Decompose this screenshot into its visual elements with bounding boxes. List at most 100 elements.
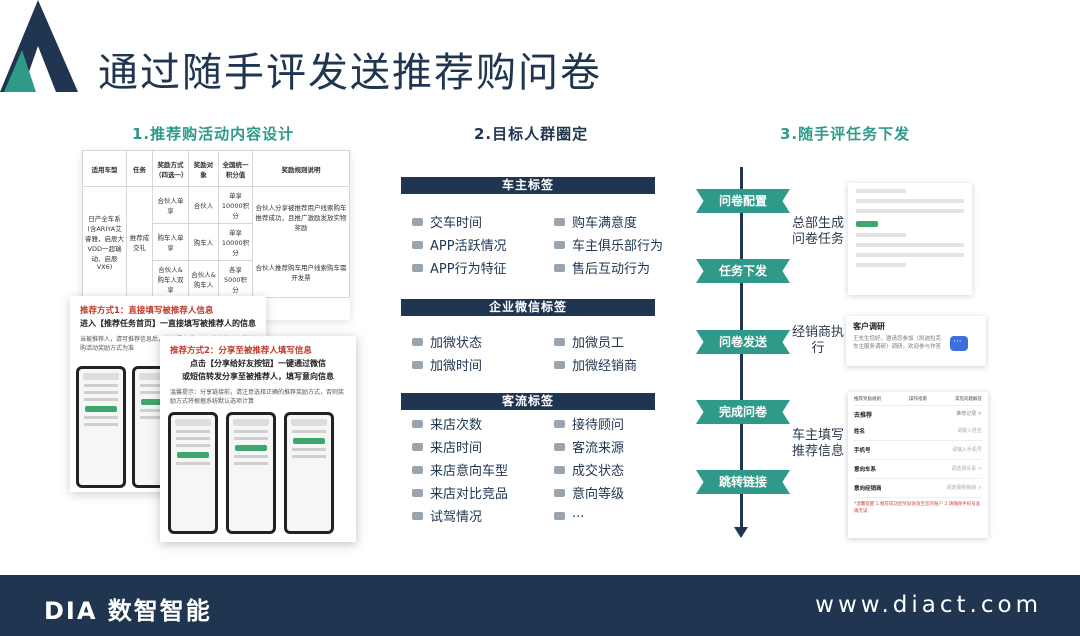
table-header: 全国统一积分值 [218,150,253,187]
rule-text: 合伙人推荐购车用户线索购车需开发票 [255,264,347,282]
phone-mockup [76,366,126,488]
form-tab[interactable]: 常见问题解答 [955,397,982,402]
phone-mockup [168,412,218,534]
form-field-dealer[interactable]: 意向经销商请选择经销商 > [854,479,982,498]
tag-chip-icon [554,241,565,249]
step-desc-hq: 总部生成问卷任务 [791,216,844,247]
footer: DIA 数智智能 www.diact.com [0,575,1080,636]
tag-item: 加微经销商 [554,359,637,375]
form-field-name[interactable]: 姓名请输入姓名 [854,422,982,441]
dia-logo-icon [0,0,78,92]
band-wecom-tags: 企业微信标签 [401,299,655,316]
tag-item: 成交状态 [554,464,624,480]
table-cell: 合伙人&购车人双享 [152,260,189,298]
table-cell: 合伙人 [188,186,219,224]
step-task-dispatch: 任务下发 [696,259,790,283]
card-subtitle: 或短信转发分享至被推荐人，填写意向信息 [182,372,334,381]
table-cell: 单享10000积分 [218,186,253,224]
table-header: 适用车型 [82,150,127,187]
band-owner-tags: 车主标签 [401,177,655,194]
tag-chip-icon [412,443,423,451]
step-jump-link: 跳转链接 [696,470,790,494]
tag-chip-icon [554,466,565,474]
tag-item: 来店次数 [412,418,482,434]
tag-chip-icon [412,218,423,226]
survey-title: 客户调研 [853,322,885,331]
table-header: 奖励对象 [188,150,219,187]
reward-table-card: 适用车型 任务 奖励方式（四选一） 奖励对象 全国统一积分值 奖励规则说明 日产… [82,150,350,320]
tag-item: APP行为特征 [412,262,507,278]
tag-chip-icon [554,443,565,451]
tag-item: 客流来源 [554,441,624,457]
tag-chip-icon [554,264,565,272]
band-traffic-tags: 客流标签 [401,393,655,410]
config-screenshot [848,183,972,295]
card-title: 推荐方式1：直接填写被推荐人信息 [80,306,214,316]
tag-item: ··· [554,510,584,526]
table-cell: 合伙人单享 [152,186,189,224]
tag-item: 接待顾问 [554,418,624,434]
tag-chip-icon [554,420,565,428]
tag-item: 加微状态 [412,336,482,352]
tag-item: 来店意向车型 [412,464,508,480]
phone-mockup [226,412,276,534]
col2-title: 2.目标人群圈定 [474,125,589,143]
rule-text: 合伙人分享被推荐用户线索购车推荐成功，且推广激励发放实物奖励 [255,204,347,232]
tag-item: 加微员工 [554,336,624,352]
tag-item: 加微时间 [412,359,482,375]
table-cell: 各享5000积分 [218,260,253,298]
survey-message-card: 客户调研 王先生您好，邀请您参加（凯迪拉克车主服务调研）调研，欢迎参与作答 [846,316,986,366]
tag-item: 来店对比竞品 [412,487,508,503]
tag-chip-icon [554,512,565,520]
step-survey-config: 问卷配置 [696,189,790,213]
tag-chip-icon [554,338,565,346]
table-cell-task: 推荐成交礼 [126,186,153,298]
form-tab[interactable]: 推荐奖励规则 [854,397,881,402]
tag-chip-icon [554,361,565,369]
phone-mockup [284,412,334,534]
recommend-method-2-card: 推荐方式2：分享至被推荐人填写信息 点击【分享给好友按钮】一键通过微信 或短信转… [160,336,356,542]
card-title: 推荐方式2：分享至被推荐人填写信息 [170,346,312,356]
table-header: 任务 [126,150,153,187]
table-header: 奖励方式（四选一） [152,150,189,187]
table-cell: 购车人 [188,223,219,261]
table-cell: 单享10000积分 [218,223,253,261]
step-survey-send: 问卷发送 [696,330,790,354]
tag-chip-icon [554,218,565,226]
form-field-series[interactable]: 意向车系请选择车系 > [854,460,982,479]
recommend-record-link[interactable]: 推荐记录 > [956,411,982,417]
tag-item: 购车满意度 [554,216,637,232]
table-cell-rules: 合伙人分享被推荐用户线索购车推荐成功，且推广激励发放实物奖励 合伙人推荐购车用户… [252,186,350,298]
tag-item: 来店时间 [412,441,482,457]
tag-chip-icon [412,361,423,369]
tag-item: 车主俱乐部行为 [554,239,663,255]
tag-item: 交车时间 [412,216,482,232]
table-cell-model: 日产全车系(含ARIYA艾睿雅，启辰大VDD一超瑞动、启辰VX6) [82,186,127,298]
page-title: 通过随手评发送推荐购问卷 [98,50,602,96]
card-body: 温馨提示：分享链接前，请注意选择正确的推荐奖励方式，否则奖励方式将根据系统默认选… [170,389,345,405]
tag-chip-icon [412,466,423,474]
tag-item: 试驾情况 [412,510,482,526]
footer-url[interactable]: www.diact.com [815,592,1042,618]
tag-item: 售后互动行为 [554,262,650,278]
reward-table: 适用车型 任务 奖励方式（四选一） 奖励对象 全国统一积分值 奖励规则说明 日产… [82,150,350,298]
step-survey-complete: 完成问卷 [696,400,790,424]
tag-chip-icon [412,420,423,428]
recommend-form: 推荐奖励规则 操作指南 常见问题解答 去推荐 推荐记录 > 姓名请输入姓名 手机… [848,392,988,538]
form-tab[interactable]: 操作指南 [909,397,927,402]
step-desc-dealer: 经销商执行 [791,325,844,356]
tag-chip-icon [412,241,423,249]
form-heading: 去推荐 [854,412,873,419]
survey-text: 王先生您好，邀请您参加（凯迪拉克车主服务调研）调研，欢迎参与作答 [853,336,942,350]
card-subtitle: 点击【分享给好友按钮】一键通过微信 [190,359,326,368]
chat-icon [950,336,968,351]
tag-chip-icon [412,338,423,346]
card-subtitle: 进入【推荐任务首页】一直接填写被推荐人的信息 [80,319,256,328]
tag-item: 意向等级 [554,487,624,503]
form-field-phone[interactable]: 手机号请输入手机号 [854,441,982,460]
tag-chip-icon [554,489,565,497]
tag-item: APP活跃情况 [412,239,507,255]
col1-title: 1.推荐购活动内容设计 [132,125,295,143]
tag-chip-icon [412,512,423,520]
arrow-down-icon [734,527,748,538]
